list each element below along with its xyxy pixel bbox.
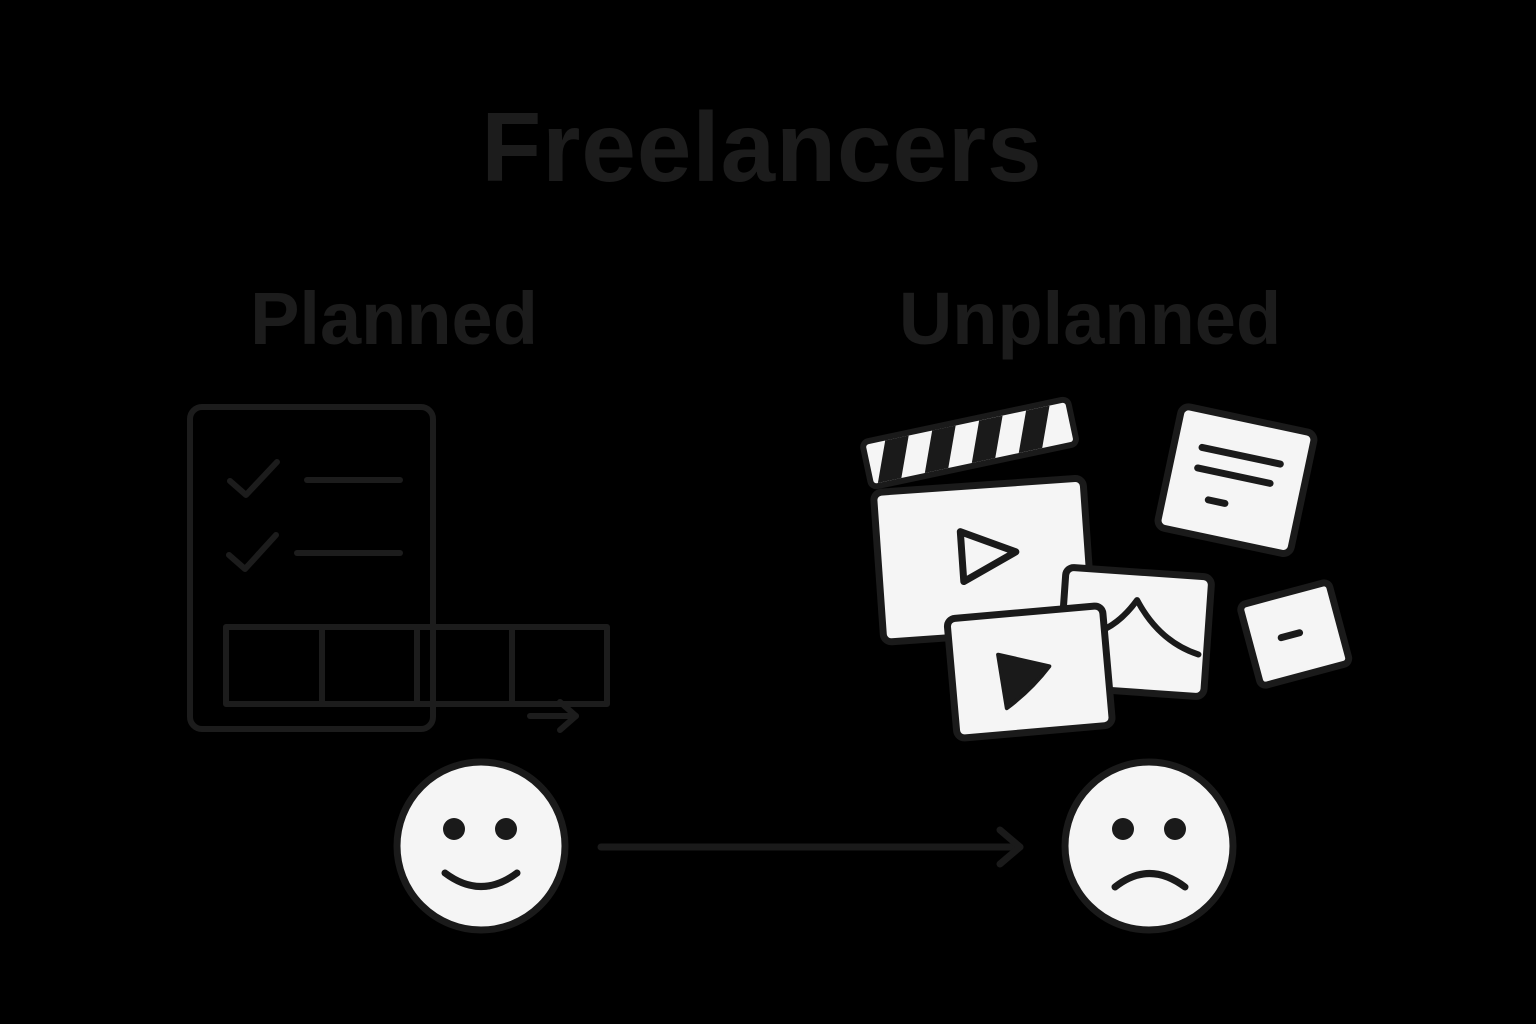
scattered-media-icon [860, 396, 1353, 742]
checklist-board [187, 404, 436, 732]
unplanned-label: Unplanned [898, 277, 1282, 360]
checklist-timeline-icon [187, 404, 610, 733]
check-mark-1-icon [227, 459, 280, 498]
document-card [1154, 403, 1318, 558]
small-note-card [1237, 579, 1353, 689]
video-card-small [943, 602, 1116, 742]
check-mark-2-icon [226, 532, 279, 572]
timeline-arrow-icon [557, 699, 579, 733]
sad-face-icon [1061, 758, 1237, 934]
page-title: Freelancers [481, 92, 1043, 202]
planned-label: Planned [250, 277, 538, 360]
happy-face-icon [393, 758, 569, 934]
clapperboard-top [860, 396, 1079, 490]
arrow-right-icon [597, 826, 1024, 868]
